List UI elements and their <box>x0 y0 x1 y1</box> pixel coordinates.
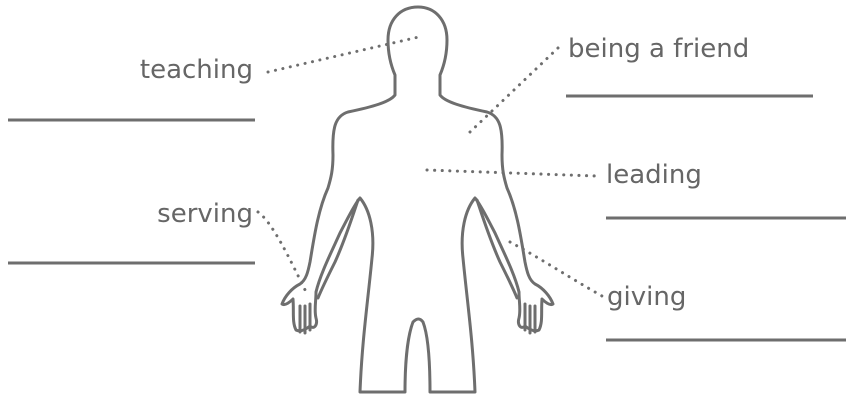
label-serving: serving <box>157 199 253 229</box>
right-arm-inner <box>477 200 517 298</box>
leader-leading <box>427 170 596 176</box>
body-silhouette <box>282 7 553 392</box>
answer-lines <box>8 96 846 340</box>
label-leading: leading <box>606 160 702 190</box>
left-hand-fingers <box>300 304 310 333</box>
right-hand-fingers <box>525 304 535 333</box>
left-arm-inner <box>318 200 358 298</box>
leader-teaching <box>268 36 423 72</box>
leader-being-a-friend <box>470 48 558 132</box>
human-figure <box>282 7 553 392</box>
leader-serving <box>258 212 308 296</box>
label-being-a-friend: being a friend <box>568 34 749 64</box>
leader-giving <box>510 242 602 296</box>
label-giving: giving <box>607 282 686 312</box>
label-teaching: teaching <box>140 55 253 85</box>
